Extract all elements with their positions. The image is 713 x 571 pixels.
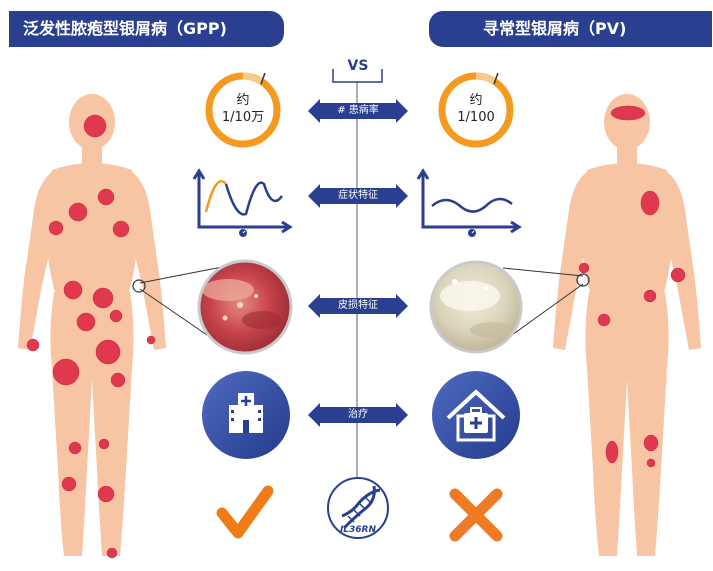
pv-prevalence-value: 约 1/100 <box>441 92 511 126</box>
gpp-prevalence-line1: 约 <box>236 93 250 108</box>
arrow-band-lesions <box>308 294 408 318</box>
pv-body-figure <box>553 94 701 556</box>
pv-prevalence-line1: 约 <box>469 93 483 108</box>
gpp-zoom-callout <box>132 259 293 355</box>
gpp-prevalence-ring <box>205 72 281 148</box>
pv-prevalence-line2: 1/100 <box>457 110 495 125</box>
gpp-header: 泛发性脓疱型银屑病（GPP) <box>9 11 284 47</box>
gpp-symptom-chart <box>192 168 293 237</box>
hospital-icon <box>202 371 290 459</box>
arrow-band-treatment <box>308 403 408 427</box>
row-arrows <box>308 99 408 427</box>
pv-title: 寻常型银屑病（PV) <box>483 19 627 38</box>
pv-zoom-callout <box>429 260 590 354</box>
gpp-lesion-markers <box>26 114 156 559</box>
gpp-title: 泛发性脓疱型银屑病（GPP) <box>23 19 227 38</box>
row-label-prevalence: # 患病率 <box>337 105 379 116</box>
cross-mark-icon <box>449 488 503 542</box>
check-mark-icon <box>216 485 274 539</box>
vs-label: VS <box>347 58 369 74</box>
gpp-prevalence-line2: 1/10万 <box>221 110 265 125</box>
pv-prevalence-ring <box>438 72 514 148</box>
home-clinic-icon <box>432 371 520 459</box>
row-label-symptoms: 症状特征 <box>338 190 378 201</box>
pv-lesion-markers <box>578 105 686 468</box>
pv-header: 寻常型银屑病（PV) <box>429 11 712 47</box>
pv-symptom-chart <box>416 168 522 237</box>
row-label-lesions: 皮损特征 <box>338 300 378 311</box>
arrow-band-prevalence <box>308 99 408 123</box>
gpp-prevalence-value: 约 1/10万 <box>208 92 278 126</box>
arrow-band-symptoms <box>308 184 408 208</box>
row-label-treatment: 治疗 <box>348 409 368 420</box>
dna-icon <box>327 477 389 539</box>
gene-label: IL36RN <box>339 525 377 535</box>
